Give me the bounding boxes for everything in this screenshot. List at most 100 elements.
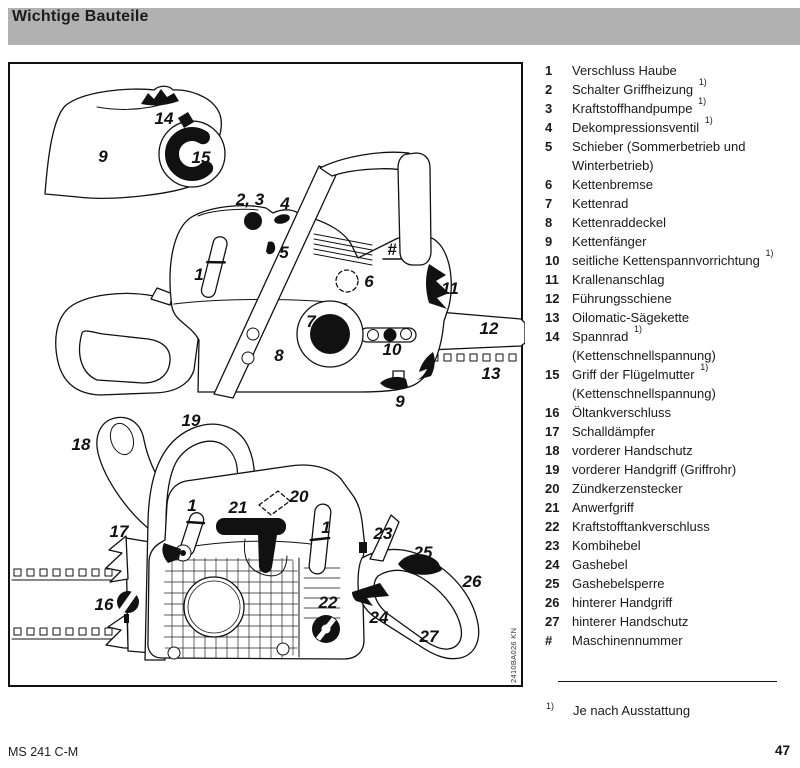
legend-item-label: Kraftstofftankverschluss (572, 519, 710, 534)
diagram-label: 23 (373, 524, 393, 543)
legend-item: 20 Zündkerzenstecker (545, 479, 795, 498)
diagram-label: 21 (228, 498, 248, 517)
legend-item: 23 Kombihebel (545, 536, 795, 555)
legend-item-number: 5 (545, 139, 553, 154)
legend-item-number: 24 (545, 557, 560, 572)
footnote: 1) Je nach Ausstattung (546, 701, 786, 718)
legend-item-number: 20 (545, 481, 560, 496)
legend-item-label: Gashebel (572, 557, 628, 572)
legend-item: 8 Kettenraddeckel (545, 213, 795, 232)
legend-item: 17 Schalldämpfer (545, 422, 795, 441)
footnote-separator (558, 681, 777, 682)
diagram-label: # (387, 240, 397, 259)
legend-item: 14 Spannrad 1)(Kettenschnellspannung) (545, 323, 795, 365)
legend-item-number: 4 (545, 120, 553, 135)
footer-model-name: MS 241 C-M (8, 745, 79, 759)
diagram-label: 15 (192, 148, 211, 167)
legend-item-label: Öltankverschluss (572, 405, 671, 420)
legend-item-number: # (545, 633, 553, 648)
legend-item-label: Verschluss Haube (572, 63, 677, 78)
legend-item-number: 22 (545, 519, 560, 534)
legend-item-label: Oilomatic-Sägekette (572, 310, 690, 325)
legend-item: 10 seitliche Kettenspannvorrichtung 1) (545, 247, 795, 270)
footnote-marker: 1) (546, 701, 555, 711)
legend-item: 3 Kraftstoffhandpumpe 1) (545, 95, 795, 118)
diagram-label: 18 (72, 435, 91, 454)
diagram-label: 16 (95, 595, 114, 614)
legend-item: 2 Schalter Griffheizung 1) (545, 76, 795, 99)
legend-item-number: 11 (545, 272, 559, 287)
legend-item-label: Spannrad 1)(Kettenschnellspannung) (572, 323, 716, 363)
legend-item-number: 6 (545, 177, 553, 192)
diagram-label: 27 (419, 627, 440, 646)
legend-item-label: seitliche Kettenspannvorrichtung 1) (572, 247, 774, 268)
legend-item: 13 Oilomatic-Sägekette (545, 308, 795, 327)
legend-item-number: 1 (545, 63, 553, 78)
diagram-label: 8 (274, 346, 284, 365)
diagram-label: 10 (383, 340, 402, 359)
legend-item: 25 Gashebelsperre (545, 574, 795, 593)
legend-item-number: 7 (545, 196, 553, 211)
legend-item-number: 21 (545, 500, 560, 515)
legend-item: 18 vorderer Handschutz (545, 441, 795, 460)
sprocket-cover-drawing (44, 85, 226, 199)
diagram-label: 9 (395, 392, 405, 411)
legend-item-number: 18 (545, 443, 560, 458)
legend-item-number: 27 (545, 614, 560, 629)
legend-item-label: Zündkerzenstecker (572, 481, 683, 496)
legend-item-number: 26 (545, 595, 560, 610)
legend-item-label: Kraftstoffhandpumpe 1) (572, 95, 707, 116)
legend-item-number: 10 (545, 253, 560, 268)
legend-item: 19 vorderer Handgriff (Griffrohr) (545, 460, 795, 479)
legend-item: 1 Verschluss Haube (545, 61, 795, 80)
top-chainsaw-drawing (55, 151, 525, 399)
legend-item-label: Führungsschiene (572, 291, 672, 306)
diagram-label: 26 (462, 572, 482, 591)
legend-item: 7 Kettenrad (545, 194, 795, 213)
legend-item: 15 Griff der Flügelmutter 1)(Kettenschne… (545, 362, 795, 403)
legend-item-label: Schalter Griffheizung 1) (572, 76, 707, 97)
legend-item-label: Kombihebel (572, 538, 641, 553)
diagram-label: 7 (306, 312, 317, 331)
legend-list: 1 Verschluss Haube 2 Schalter Griffheizu… (545, 61, 795, 650)
diagram-label: 1 (321, 518, 330, 537)
legend-item: 27 hinterer Handschutz (545, 612, 795, 631)
diagram-label: 1 (187, 496, 196, 515)
legend-item-number: 2 (545, 82, 553, 97)
diagram-label: 5 (279, 243, 289, 262)
legend-item: 9 Kettenfänger (545, 232, 795, 251)
bottom-chainsaw-drawing (11, 416, 480, 661)
legend-item-label: Maschinennummer (572, 633, 683, 648)
diagram-label: 4 (279, 194, 290, 213)
diagram-label: 6 (364, 272, 374, 291)
legend-item-label: vorderer Handschutz (572, 443, 693, 458)
legend-item-number: 8 (545, 215, 553, 230)
section-header-bar (8, 8, 800, 45)
diagram-label: 1 (194, 265, 203, 284)
diagram-label: 19 (182, 411, 201, 430)
legend-item-number: 13 (545, 310, 560, 325)
legend-item-label: vorderer Handgriff (Griffrohr) (572, 462, 737, 477)
legend-item: 4 Dekompressionsventil 1) (545, 115, 795, 137)
legend-item: 26 hinterer Handgriff (545, 593, 795, 612)
legend-item-label: Kettenfänger (572, 234, 647, 249)
legend-item: 22 Kraftstofftankverschluss (545, 517, 795, 536)
legend-item-number: 25 (545, 576, 560, 591)
diagram-label: 14 (155, 109, 174, 128)
legend-item: 16 Öltankverschluss (545, 403, 795, 422)
legend-item-number: 12 (545, 291, 560, 306)
footnote-text: Je nach Ausstattung (573, 703, 691, 718)
diagram-label: 22 (318, 593, 338, 612)
legend-item-label: Kettenrad (572, 196, 629, 211)
legend-item-label: Gashebelsperre (572, 576, 665, 591)
diagram-label: 25 (413, 543, 433, 562)
diagram-label: 12 (480, 319, 499, 338)
diagram-caption: 2410BA026 KN (509, 628, 518, 683)
legend-item-number: 16 (545, 405, 560, 420)
diagram-label: 13 (482, 364, 501, 383)
legend-item-number: 19 (545, 462, 560, 477)
